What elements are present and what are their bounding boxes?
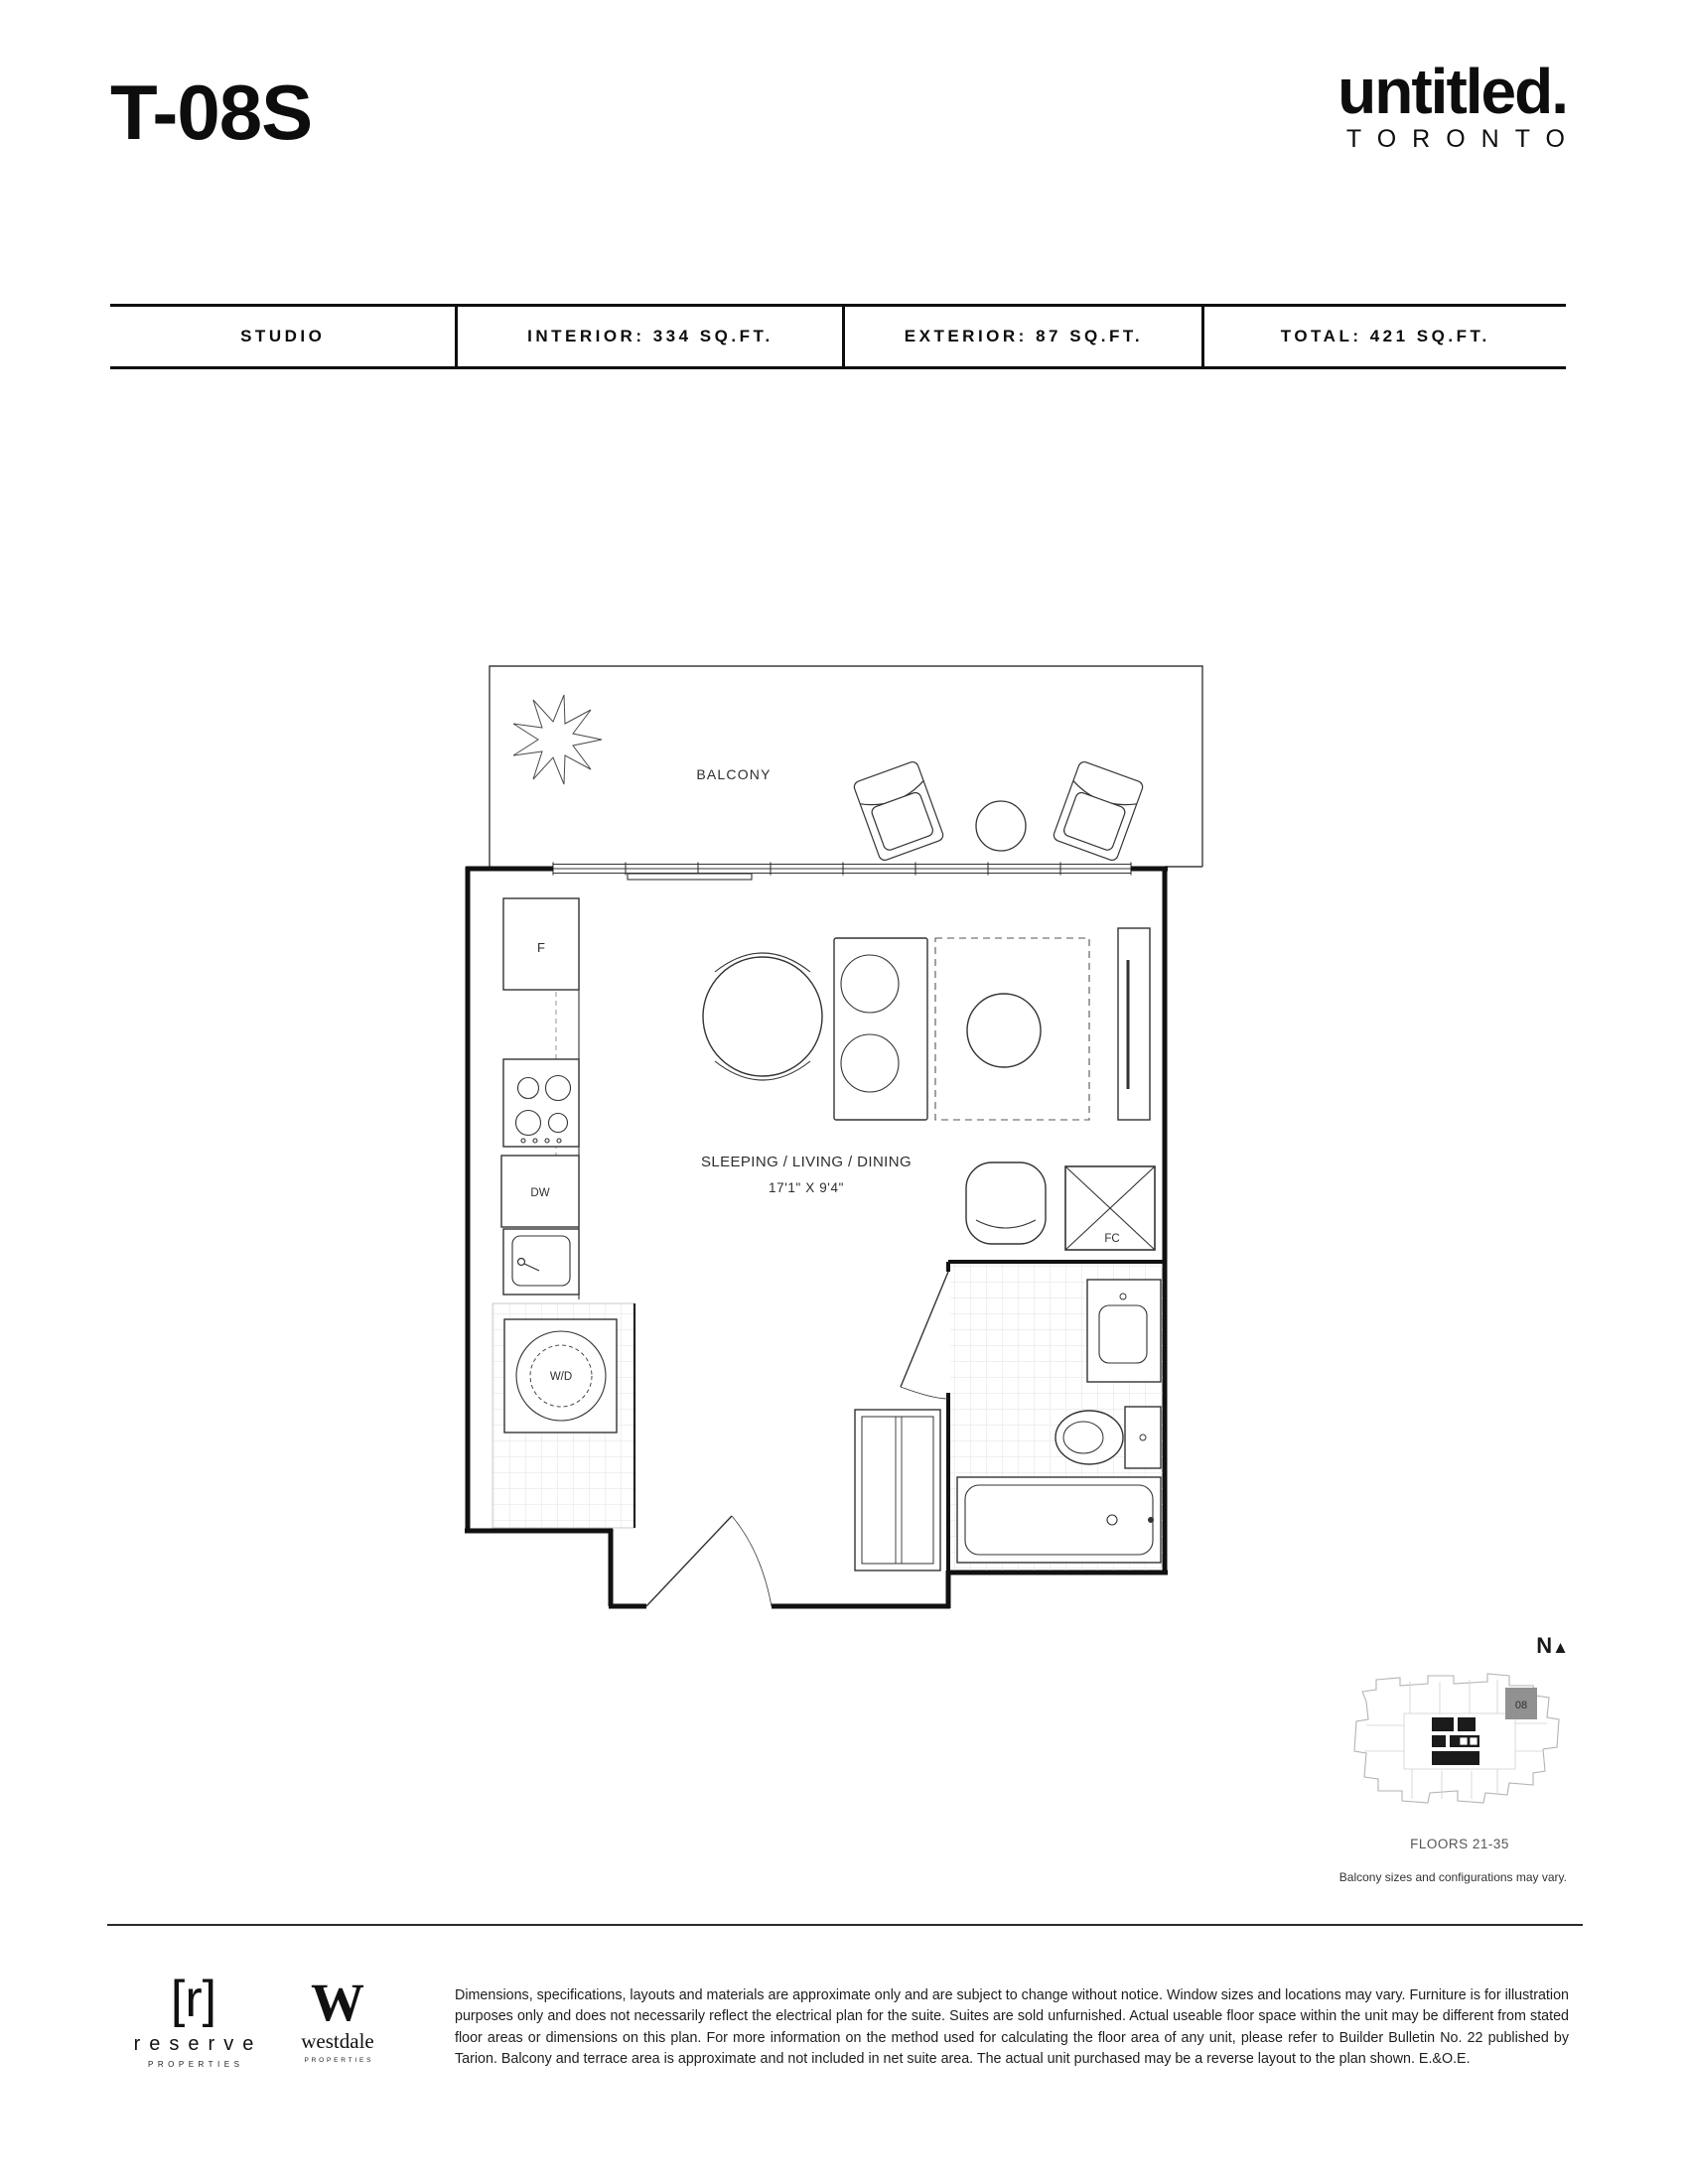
dining-chair-bottom [714, 1060, 811, 1081]
entry-closet [854, 1409, 941, 1571]
window-band [552, 862, 1132, 881]
brand-logo: untitled. TORONTO [1337, 56, 1569, 154]
room-label: SLEEPING / LIVING / DINING [701, 1154, 912, 1170]
reserve-logo-name: reserve [133, 2033, 263, 2055]
reserve-logo: [r] reserve PROPERTIES [117, 1974, 270, 2069]
brand-city: TORONTO [1345, 125, 1581, 153]
faucet-icon [516, 1257, 526, 1267]
dishwasher [500, 1155, 580, 1228]
north-arrow-icon: ▲ [1552, 1638, 1569, 1657]
building-footprint [1353, 1673, 1560, 1804]
page-title: T-08S [110, 68, 313, 156]
brand-name: untitled. [1337, 56, 1569, 127]
westdale-logo: W westdale PROPERTIES [290, 1976, 385, 2064]
bed-dashed-outline [934, 937, 1090, 1121]
fridge-label: F [537, 940, 545, 955]
tv-unit [1117, 927, 1151, 1121]
spec-cell-suite-type: STUDIO [240, 327, 326, 345]
fan-coil-label: FC [1104, 1233, 1119, 1245]
dishwasher-label: DW [530, 1187, 549, 1199]
entry-door [645, 1515, 773, 1607]
ottoman [966, 993, 1042, 1068]
reserve-logo-icon: [r] [170, 1971, 217, 2028]
washer-dryer [503, 1318, 618, 1433]
floor-plan-drawing: BALCONY [465, 665, 1203, 1609]
bathroom-door [900, 1271, 949, 1400]
tree-icon [512, 694, 603, 785]
balcony-outline [489, 665, 1203, 867]
highlighted-unit-number: 08 [1515, 1700, 1527, 1711]
legal-disclaimer: Dimensions, specifications, layouts and … [455, 1987, 1569, 2068]
cooktop [502, 1058, 580, 1148]
spec-cell-exterior: EXTERIOR: 87 SQ.FT. [842, 307, 1201, 366]
dining-chair-top [714, 952, 811, 973]
unit-dividers [1364, 1680, 1547, 1799]
room-dimensions: 17'1" X 9'4" [769, 1180, 844, 1195]
spec-cell-total: TOTAL: 421 SQ.FT. [1201, 307, 1566, 366]
sliding-door [627, 873, 753, 881]
balcony-table [975, 800, 1027, 852]
westdale-logo-icon: W [311, 1973, 364, 2032]
balcony-label: BALCONY [696, 766, 771, 782]
key-plan: 08 [1353, 1673, 1560, 1804]
north-indicator: N▲ [1450, 1633, 1569, 1659]
bathtub [956, 1476, 1162, 1564]
highlighted-unit [1505, 1688, 1537, 1719]
spec-cell-interior: INTERIOR: 334 SQ.FT. [455, 307, 842, 366]
fridge [502, 897, 580, 991]
floors-label: FLOORS 21-35 [1410, 1837, 1509, 1851]
westdale-logo-name: westdale [301, 2029, 374, 2053]
reserve-logo-subtitle: PROPERTIES [148, 2060, 244, 2069]
laundry-closet [492, 1302, 636, 1529]
balcony-note: Balcony sizes and configurations may var… [1338, 1870, 1567, 1884]
cooktop-burners [514, 1074, 572, 1144]
kitchen-sink [502, 1228, 580, 1296]
westdale-logo-subtitle: PROPERTIES [304, 2057, 374, 2064]
washer-dryer-label: W/D [550, 1371, 572, 1383]
accent-chair [965, 1161, 1047, 1245]
fan-coil [1064, 1165, 1156, 1251]
balcony-chair-right [1053, 760, 1144, 862]
living-area [702, 927, 1156, 1251]
balcony [489, 665, 1203, 868]
bathroom [900, 1264, 1163, 1570]
toilet [1055, 1410, 1124, 1465]
kitchen [500, 897, 580, 1299]
unit-walls [465, 866, 1168, 1609]
balcony-chair-left [853, 760, 944, 862]
dining-table [702, 956, 823, 1077]
footer-divider [107, 1924, 1583, 1926]
spec-bar: STUDIO INTERIOR: 334 SQ.FT. EXTERIOR: 87… [110, 304, 1566, 369]
north-label: N [1536, 1633, 1553, 1658]
